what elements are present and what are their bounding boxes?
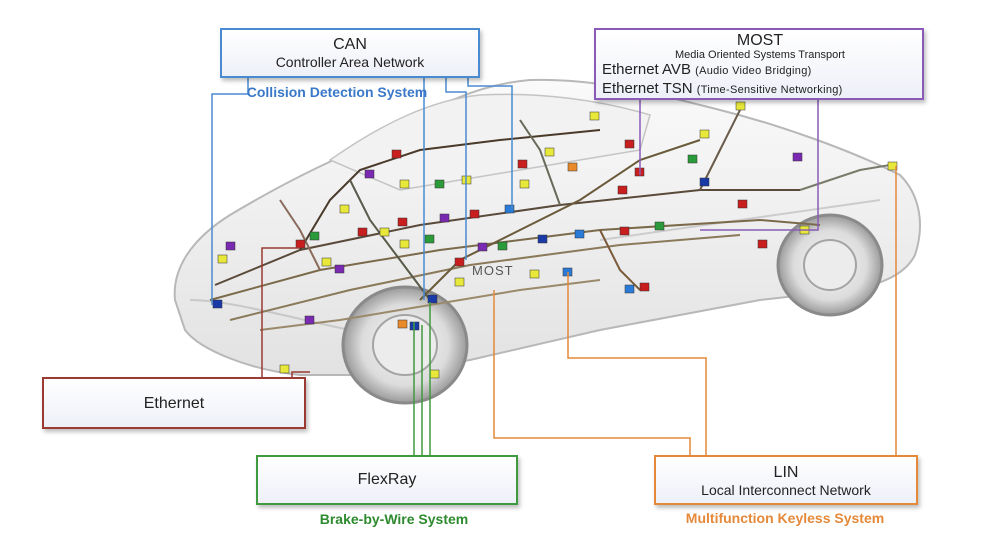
ethernet-label-box: Ethernet <box>42 377 306 429</box>
can-title: CAN <box>333 36 367 53</box>
ecu-node <box>544 147 555 157</box>
ecu-node <box>517 159 528 169</box>
ecu-node <box>624 139 635 149</box>
ecu-node <box>504 204 515 214</box>
ecu-node <box>617 185 628 195</box>
ecu-node <box>212 299 223 309</box>
ethernet-avb-label: Ethernet AVB <box>602 61 691 78</box>
ecu-node <box>309 231 320 241</box>
lin-connector-lines <box>493 166 897 455</box>
ecu-node <box>295 239 306 249</box>
ecu-node <box>334 264 345 274</box>
can-connector-lines <box>211 78 513 305</box>
ecu-node <box>654 221 665 231</box>
lin-label-box: LIN Local Interconnect Network <box>654 455 918 505</box>
ecu-node <box>397 319 408 329</box>
most-connector-lines <box>639 100 819 231</box>
ecu-node <box>434 179 445 189</box>
ecu-node <box>619 226 630 236</box>
ethernet-tsn-label: Ethernet TSN <box>602 80 693 97</box>
ethernet-avb-note: (Audio Video Bridging) <box>695 65 812 77</box>
ethernet-tsn-note: (Time-Sensitive Networking) <box>696 84 843 96</box>
ecu-node <box>699 177 710 187</box>
ecu-node <box>529 269 540 279</box>
ecu-node <box>424 234 435 244</box>
ecu-node <box>364 169 375 179</box>
ecu-node <box>887 161 898 171</box>
flexray-title: FlexRay <box>357 471 417 488</box>
ecu-node <box>477 242 488 252</box>
can-subtitle: Controller Area Network <box>275 54 425 70</box>
ecu-node <box>427 294 438 304</box>
ecu-node <box>639 282 650 292</box>
lin-title: LIN <box>773 464 799 481</box>
most-inline-label: MOST <box>472 263 514 278</box>
ecu-node <box>225 241 236 251</box>
ecu-node <box>757 239 768 249</box>
ecu-node <box>497 241 508 251</box>
ecu-node <box>469 209 480 219</box>
ecu-node <box>735 101 746 111</box>
ecu-node <box>792 152 803 162</box>
collision-detection-caption: Collision Detection System <box>246 84 428 100</box>
ecu-node <box>519 179 530 189</box>
ecu-node <box>217 254 228 264</box>
can-label-box: CAN Controller Area Network <box>220 28 480 78</box>
most-title: MOST <box>736 32 784 49</box>
ethernet-avb-line: Ethernet AVB (Audio Video Bridging) <box>602 61 918 80</box>
ecu-node <box>537 234 548 244</box>
ecu-node <box>574 229 585 239</box>
ecu-node <box>589 111 600 121</box>
ecu-nodes <box>212 101 898 379</box>
ethernet-tsn-line: Ethernet TSN (Time-Sensitive Networking) <box>602 80 918 99</box>
front-wheel <box>341 285 469 405</box>
ecu-node <box>699 129 710 139</box>
ecu-node <box>429 369 440 379</box>
lin-subtitle: Local Interconnect Network <box>701 482 871 498</box>
ecu-node <box>379 227 390 237</box>
ecu-node <box>399 239 410 249</box>
most-label-box: MOST Media Oriented Systems Transport Et… <box>594 28 924 100</box>
ecu-node <box>624 284 635 294</box>
ecu-node <box>567 162 578 172</box>
ecu-node <box>339 204 350 214</box>
most-subtitle: Media Oriented Systems Transport <box>675 49 845 61</box>
car-body <box>173 78 921 376</box>
ecu-node <box>454 277 465 287</box>
keyless-system-caption: Multifunction Keyless System <box>685 510 885 526</box>
ecu-node <box>357 227 368 237</box>
ecu-node <box>737 199 748 209</box>
flexray-label-box: FlexRay <box>256 455 518 505</box>
ecu-node <box>687 154 698 164</box>
flexray-connector-lines <box>413 302 431 455</box>
rear-wheel <box>776 213 884 317</box>
ethernet-connector-lines <box>261 247 310 377</box>
ecu-node <box>279 364 290 374</box>
ecu-node <box>454 257 465 267</box>
ethernet-title: Ethernet <box>143 395 205 412</box>
ecu-node <box>439 213 450 223</box>
ecu-node <box>304 315 315 325</box>
ecu-node <box>397 217 408 227</box>
ecu-node <box>391 149 402 159</box>
ecu-node <box>399 179 410 189</box>
brake-by-wire-caption: Brake-by-Wire System <box>319 511 469 527</box>
ecu-node <box>321 257 332 267</box>
